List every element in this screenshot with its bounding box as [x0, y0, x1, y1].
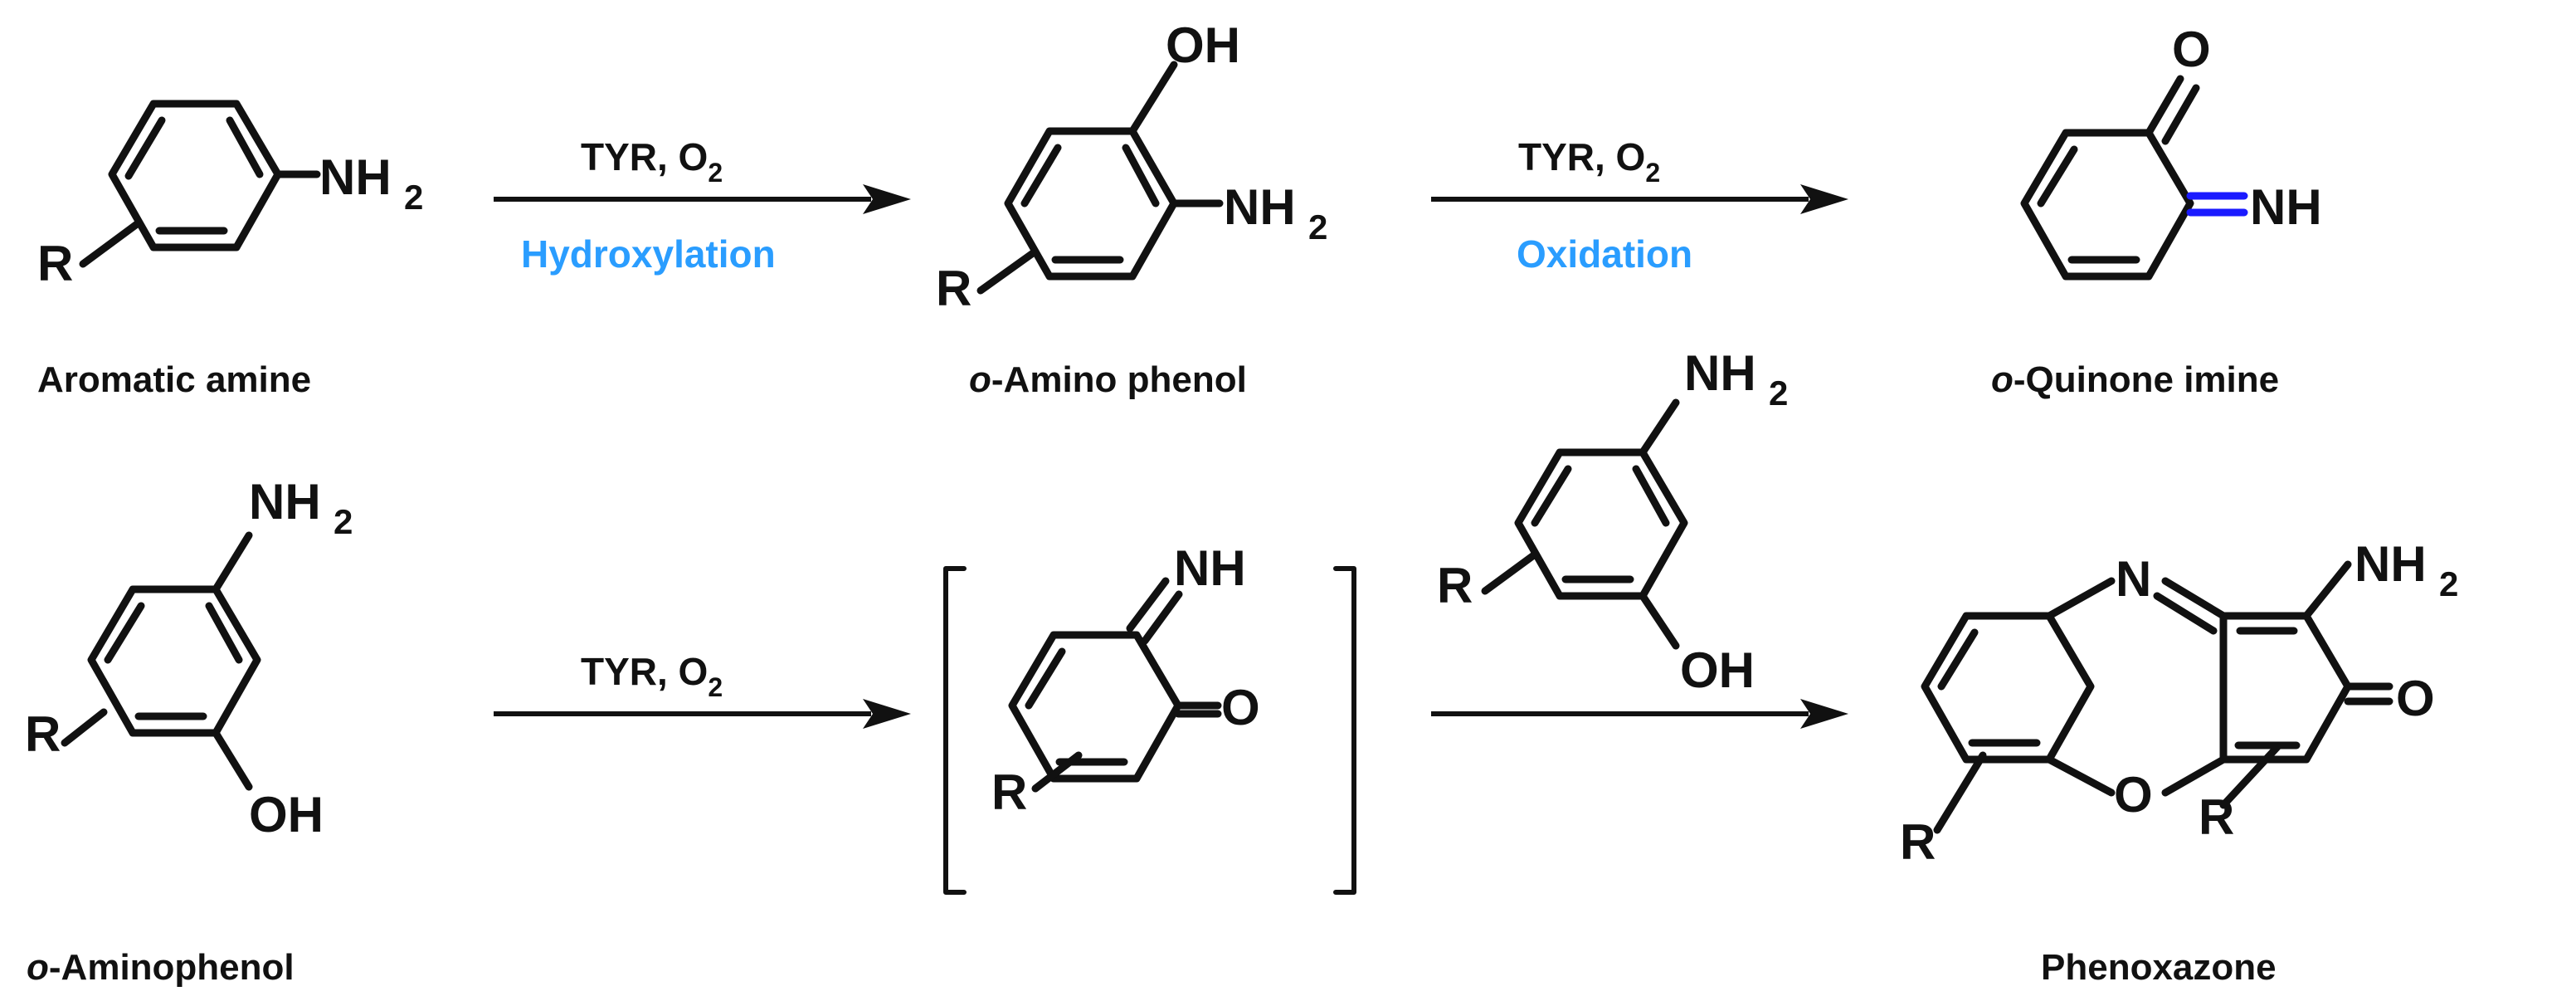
r-group-label: R — [37, 236, 73, 291]
hydroxyl-oh-label: OH — [249, 787, 324, 842]
amino-nh-label: NH — [1684, 345, 1756, 401]
r-group-label: R — [2199, 789, 2234, 845]
r-group-label: R — [991, 764, 1027, 820]
imine-nh-label: NH — [2250, 179, 2322, 235]
second-aminophenol-structure: NH 2 OH R — [1437, 345, 1788, 698]
oxidation-step-label: Oxidation — [1517, 232, 1692, 276]
r-group-label: R — [1437, 558, 1473, 613]
condensation-arrow — [1431, 699, 1848, 729]
o-aminophenol-label: o-Aminophenol — [27, 947, 295, 988]
aromatic-amine-label: Aromatic amine — [37, 359, 311, 400]
amino-nh-label: NH — [249, 474, 321, 530]
phenoxazone-label: Phenoxazone — [2041, 947, 2277, 988]
hydroxyl-oh-label: OH — [1166, 17, 1240, 73]
arrow3-reagent: TYR, O2 — [581, 650, 723, 702]
amino-subscript: 2 — [1308, 208, 1327, 247]
intermediate-nh-label: NH — [1174, 540, 1246, 596]
r-group-label: R — [25, 706, 61, 762]
arrow1-reagent: TYR, O2 — [581, 135, 723, 188]
phenoxazone-n-label: N — [2116, 551, 2151, 607]
o-amino-phenol-label: o-Amino phenol — [969, 359, 1247, 400]
amine-nh-label: NH — [319, 149, 392, 205]
phenoxazone-nh-label: NH — [2354, 536, 2427, 592]
amino-subscript: 2 — [1769, 374, 1788, 413]
tyr-oxidation-arrow: TYR, O2 — [494, 650, 911, 729]
phenoxazone-structure: N O O NH 2 R R — [1900, 536, 2458, 870]
o-quinone-imine-label: o-Quinone imine — [1991, 359, 2279, 400]
amino-subscript: 2 — [334, 502, 353, 541]
amine-subscript: 2 — [404, 178, 423, 217]
phenoxazone-carbonyl-label: O — [2396, 671, 2435, 726]
quinone-carbonyl-o-label: O — [2172, 22, 2211, 77]
phenoxazone-nh-subscript: 2 — [2439, 564, 2458, 603]
arrow2-reagent: TYR, O2 — [1518, 135, 1660, 188]
o-quinone-imine-structure: O NH — [2020, 22, 2322, 281]
intermediate-o-label: O — [1221, 680, 1260, 735]
aromatic-amine-structure: NH 2 R — [37, 100, 423, 291]
hydroxylation-step-label: Hydroxylation — [521, 232, 776, 276]
oxidation-arrow: TYR, O2 Oxidation — [1431, 135, 1848, 276]
hydroxyl-oh-label: OH — [1680, 642, 1755, 698]
phenoxazone-o-bridge-label: O — [2114, 767, 2153, 823]
r-group-label: R — [936, 261, 971, 316]
o-aminophenol-structure: NH 2 OH R — [25, 474, 353, 842]
hydroxylation-arrow: TYR, O2 Hydroxylation — [494, 135, 911, 276]
o-amino-phenol-structure: OH NH 2 R — [936, 17, 1327, 316]
r-group-label: R — [1900, 814, 1936, 870]
amino-nh-label: NH — [1224, 179, 1296, 235]
quinone-imine-intermediate-structure: NH O R — [991, 540, 1260, 820]
intermediate-bracket — [943, 566, 1356, 895]
